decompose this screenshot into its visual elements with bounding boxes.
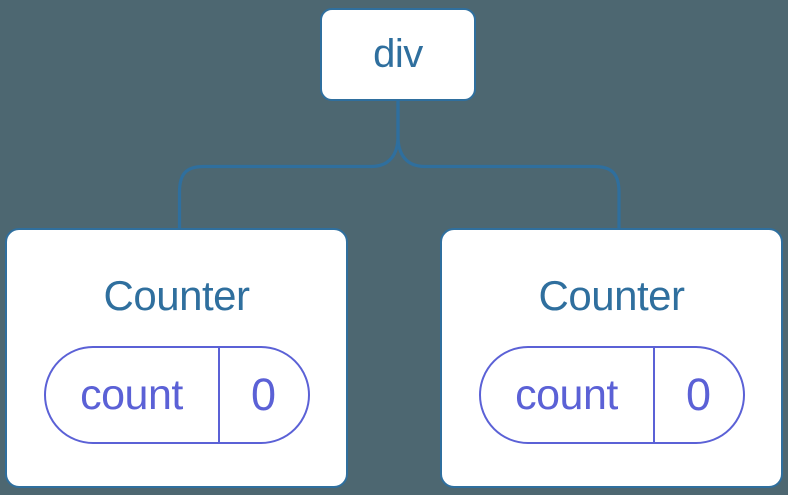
state-key: count [515,370,618,419]
component-title: Counter [538,272,685,319]
state-key: count [80,370,183,419]
state-value: 0 [250,369,277,421]
state-pill-divider [217,348,220,443]
tree-node-div: div [320,8,476,101]
component-title: Counter [103,272,250,319]
component-card-counter-right: Counter count 0 [440,228,783,488]
component-card-counter-left: Counter count 0 [5,228,348,488]
tree-node-div-label: div [373,32,423,76]
state-pill: count 0 [478,346,745,445]
state-pill-divider [652,348,655,443]
state-value: 0 [685,369,712,421]
state-pill: count 0 [43,346,310,445]
connector-right-branch [396,101,621,229]
connector-left-branch [177,101,400,229]
